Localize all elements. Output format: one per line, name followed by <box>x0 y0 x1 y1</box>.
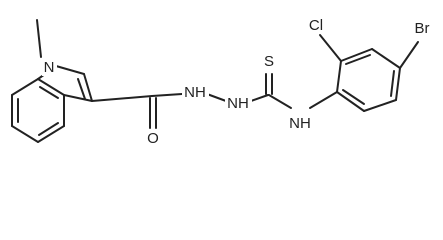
atom-br: Br <box>409 19 435 37</box>
o-carbonyl-label: O <box>147 130 159 147</box>
bond-carbonyl-nh <box>151 93 183 97</box>
atom-nh-amide: NH <box>287 114 314 132</box>
bond-benzo-double-2 <box>38 122 59 136</box>
label-background <box>305 16 328 34</box>
bond-benzo-6 <box>11 78 39 96</box>
bond-aryl-cl <box>319 34 342 62</box>
bond-aryl-2 <box>340 48 373 62</box>
nh-hydrazide-1-label: NH <box>184 84 206 101</box>
label-background <box>42 58 57 76</box>
s-thione-label: S <box>264 53 274 70</box>
atom-nh-hydrazide-2: NH <box>225 94 252 112</box>
label-background <box>409 19 435 37</box>
atom-o-carbonyl: O <box>145 129 161 147</box>
bond-pyrrole-double <box>77 78 86 100</box>
bond-benzo-5 <box>37 78 65 96</box>
bond-aryl-5 <box>363 99 397 112</box>
nh-hydrazide-2-label: NH <box>227 95 249 112</box>
label-background <box>182 83 209 101</box>
bond-pyrrole-3 <box>83 73 93 102</box>
bond-thiocarbonyl-nh <box>268 94 292 109</box>
label-background <box>261 52 277 70</box>
bond-pyrrole-4 <box>63 94 93 102</box>
atom-nh-hydrazide-1: NH <box>182 83 209 101</box>
atom-label-layer: N O NH NH S NH Cl Br <box>42 16 435 147</box>
bond-c3-carbonyl <box>91 95 153 102</box>
atom-n-indole: N <box>42 58 57 76</box>
cl-label: Cl <box>309 17 323 34</box>
nh-amide-label: NH <box>289 115 311 132</box>
label-background <box>287 114 314 132</box>
bond-layer <box>11 19 419 143</box>
bond-aryl-br <box>399 41 419 69</box>
bond-pyrrole-2 <box>55 65 85 75</box>
bond-nh-thiocarbonyl <box>250 94 269 102</box>
bond-nh-nh <box>206 93 227 102</box>
bond-aryl-4 <box>395 67 401 101</box>
bond-aryl-double-3 <box>342 89 365 105</box>
atom-s-thione: S <box>261 52 277 70</box>
bond-benzo-3 <box>37 125 65 143</box>
bond-aryl-3 <box>371 48 401 69</box>
n-indole-label: N <box>44 59 55 76</box>
bond-aryl-6 <box>336 91 365 112</box>
chemical-structure: N O NH NH S NH Cl Br <box>11 16 435 147</box>
bond-aryl-double-1 <box>345 54 371 65</box>
label-background <box>225 94 252 112</box>
bond-benzo-2 <box>11 125 39 143</box>
atom-cl: Cl <box>305 16 328 34</box>
label-background <box>145 129 161 147</box>
bond-nh-aryl <box>309 91 338 109</box>
bond-aryl-double-2 <box>390 70 395 97</box>
bond-benzo-double-3 <box>39 86 59 99</box>
bond-n-methyl <box>36 19 42 58</box>
bond-aryl-1 <box>336 60 342 93</box>
br-label: Br <box>415 20 430 37</box>
